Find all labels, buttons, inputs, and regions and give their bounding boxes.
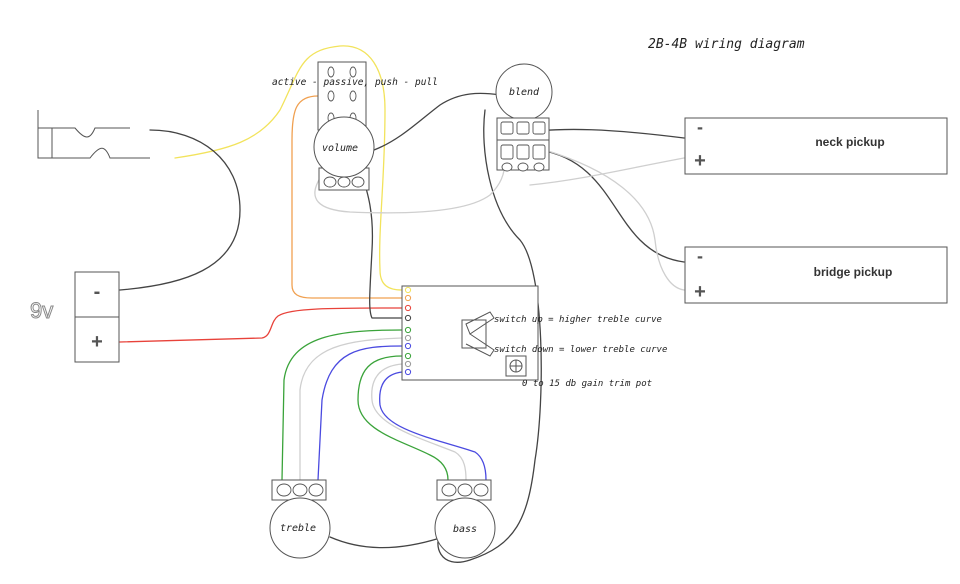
- blend-lugs: [500, 121, 546, 172]
- bridge-pickup-body: [684, 246, 948, 304]
- wire-yellow: [174, 45, 403, 291]
- wires: [119, 45, 685, 563]
- battery-label: 9v: [30, 298, 53, 323]
- wire-blue-bass: [379, 371, 487, 481]
- treble-knob: [269, 497, 331, 559]
- diagram-title: 2B-4B wiring diagram: [648, 37, 805, 52]
- volume-pot: volume: [313, 116, 375, 191]
- wire-blue-treble: [317, 345, 403, 481]
- treble-lugs: [276, 483, 324, 497]
- wire-orange: [291, 95, 403, 299]
- wire-grey-volume-loop: [314, 159, 506, 214]
- wire-red: [119, 307, 403, 343]
- blend-pot: blend: [495, 63, 553, 172]
- neck-pickup-label: neck pickup: [815, 135, 884, 149]
- blend-label: blend: [509, 87, 540, 98]
- bass-pot: bass: [434, 479, 496, 559]
- wire-grey-neck: [529, 157, 685, 186]
- battery: - + 9v: [30, 271, 120, 363]
- battery-plus-symbol: +: [91, 331, 103, 353]
- volume-lugs: [323, 176, 365, 188]
- wire-black-blend-bass: [437, 109, 542, 563]
- wire-black-bridge: [539, 149, 685, 263]
- treble-pot: treble: [269, 479, 331, 559]
- bass-lugs: [441, 483, 489, 497]
- output-jack: [37, 110, 150, 159]
- bass-label: bass: [453, 524, 477, 535]
- bridge-minus-symbol: -: [697, 246, 703, 266]
- neck-minus-symbol: -: [697, 117, 703, 137]
- volume-label: volume: [322, 143, 358, 154]
- board-pins: [404, 286, 412, 376]
- bass-knob: [434, 497, 496, 559]
- neck-pickup-body: [684, 117, 948, 175]
- neck-pickup: - + neck pickup: [684, 117, 948, 175]
- battery-minus-symbol: -: [94, 281, 101, 303]
- wire-green-bass: [357, 355, 449, 481]
- switch-up-note: switch up = higher treble curve: [494, 315, 662, 325]
- wire-black-volume-blend: [373, 92, 501, 151]
- board-toggle-switch: [461, 311, 495, 357]
- neck-plus-symbol: +: [694, 150, 706, 172]
- wire-grey-bass: [371, 363, 467, 481]
- treble-label: treble: [280, 523, 316, 534]
- bridge-pickup-label: bridge pickup: [814, 265, 893, 279]
- wire-black-treble-bass: [329, 536, 441, 549]
- wire-green-treble: [281, 329, 403, 481]
- switch-down-note: switch down = lower treble curve: [494, 345, 667, 355]
- wire-grey-treble: [299, 337, 403, 481]
- trim-pot: [505, 355, 527, 377]
- preamp-board: [401, 285, 539, 381]
- bridge-plus-symbol: +: [694, 281, 706, 303]
- wire-black-battery: [119, 129, 241, 291]
- bridge-pickup: - + bridge pickup: [684, 246, 948, 304]
- wire-grey-bridge: [544, 149, 685, 291]
- switch-label: active - passive, push - pull: [272, 77, 438, 88]
- trim-pot-note: 0 to 15 db gain trim pot: [522, 379, 652, 389]
